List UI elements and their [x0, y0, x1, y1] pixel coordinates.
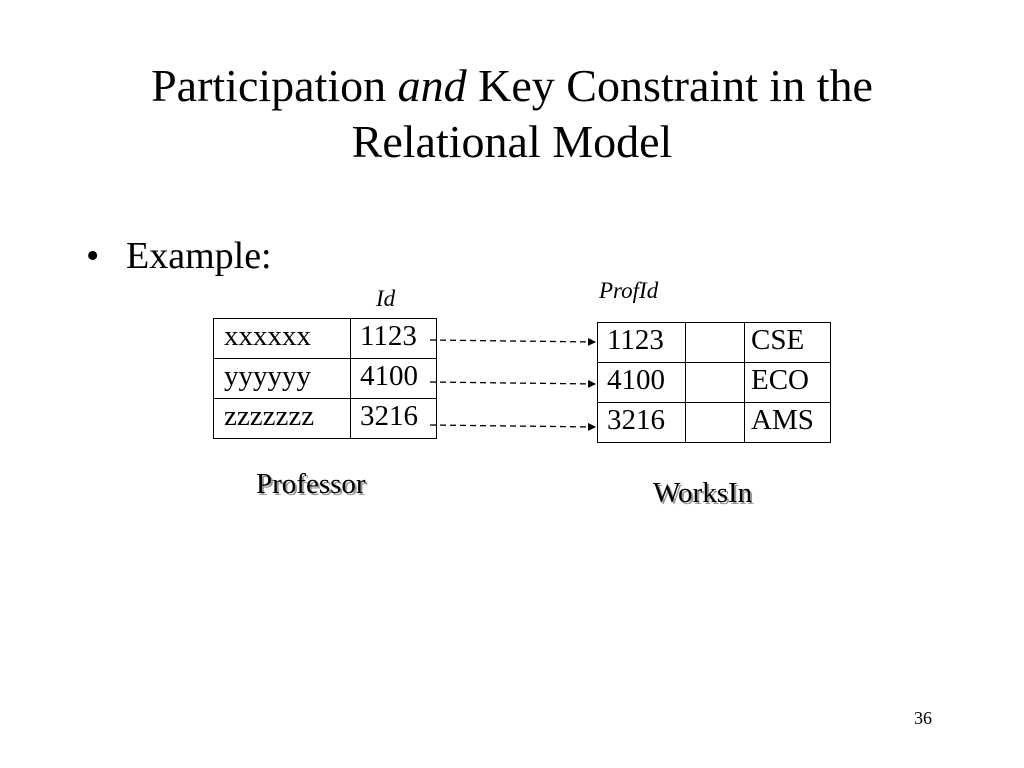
fk-arrow-1: [429, 337, 596, 346]
bullet-text: Example:: [126, 235, 272, 277]
title-text-a: Participation: [151, 60, 398, 111]
fk-arrow-2: [429, 379, 596, 388]
table-cell: ECO: [744, 362, 831, 403]
table-cell: xxxxxx: [213, 318, 351, 359]
professor-table: xxxxxx 1123 yyyyyy 4100 zzzzzzz 3216: [213, 318, 437, 439]
worksin-caption: WorksIn WorksIn: [653, 476, 755, 511]
table-cell: zzzzzzz: [213, 398, 351, 439]
table-row: zzzzzzz 3216: [213, 398, 437, 439]
caption-text: Professor: [256, 468, 366, 500]
title-text-b: Key Constraint in the: [466, 60, 873, 111]
table-cell: [685, 362, 745, 403]
fk-arrow-3: [429, 422, 596, 431]
caption-text: WorksIn: [653, 477, 753, 509]
table-cell: AMS: [744, 402, 831, 443]
worksin-table: 1123 CSE 4100 ECO 3216 AMS: [597, 322, 831, 443]
bullet-example: • Example:: [86, 233, 272, 279]
worksin-column-label: ProfId: [599, 278, 659, 303]
table-cell: 1123: [350, 318, 437, 359]
table-cell: 4100: [350, 358, 437, 399]
table-cell: yyyyyy: [213, 358, 351, 399]
title-line-1: Participation and Key Constraint in the: [0, 58, 1024, 114]
table-cell: 3216: [350, 398, 437, 439]
caption-shadow: WorksIn: [655, 479, 755, 511]
table-row: xxxxxx 1123: [213, 318, 437, 359]
table-cell: CSE: [744, 322, 831, 363]
bullet-marker: •: [86, 235, 100, 277]
professor-column-label: Id: [376, 286, 396, 311]
title-text-italic: and: [397, 60, 467, 111]
table-row: 4100 ECO: [597, 362, 831, 403]
table-cell: [685, 402, 745, 443]
page-number: 36: [914, 708, 932, 728]
slide-title: Participation and Key Constraint in the …: [0, 58, 1024, 170]
table-row: 3216 AMS: [597, 402, 831, 443]
table-cell: [685, 322, 745, 363]
table-cell: 3216: [597, 402, 686, 443]
table-row: 1123 CSE: [597, 322, 831, 363]
table-row: yyyyyy 4100: [213, 358, 437, 399]
table-cell: 4100: [597, 362, 686, 403]
professor-caption: Professor Professor: [256, 467, 368, 502]
title-line-2: Relational Model: [351, 116, 673, 167]
caption-shadow: Professor: [258, 470, 368, 502]
table-cell: 1123: [597, 322, 686, 363]
